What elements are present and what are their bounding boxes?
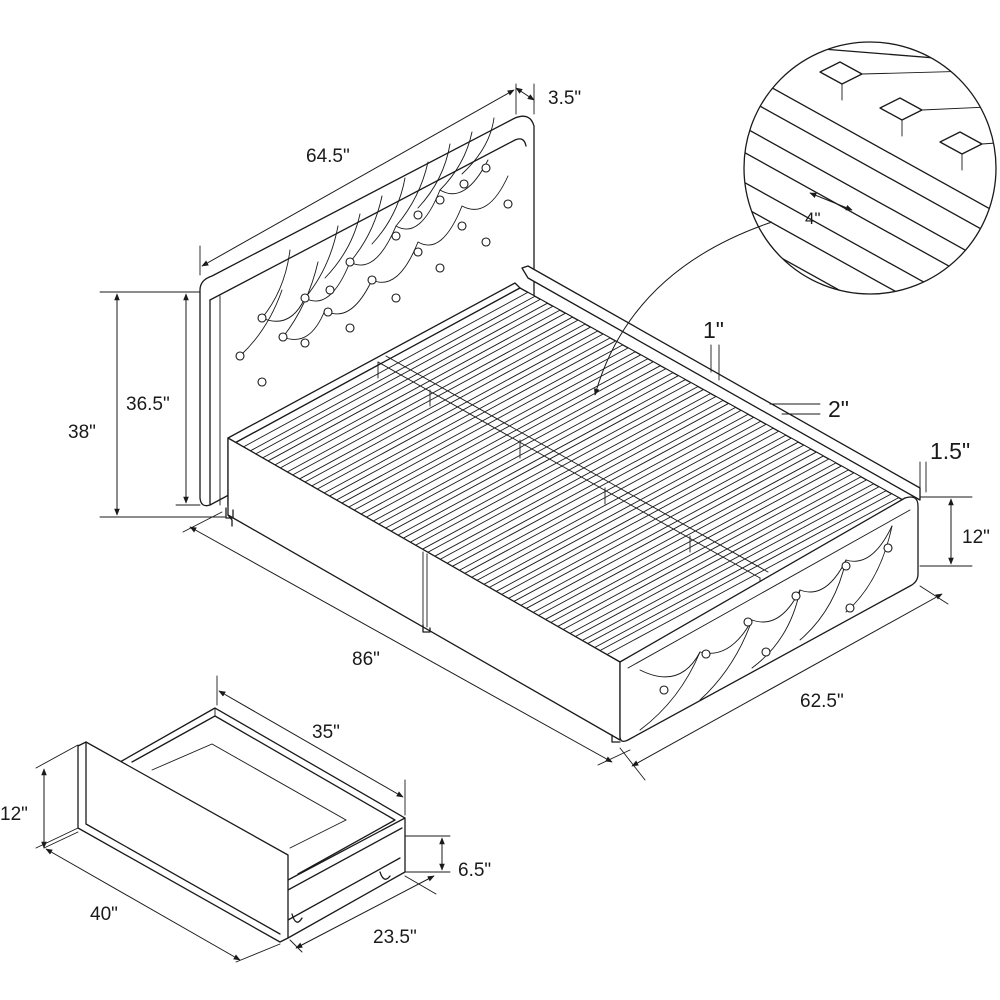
center-support — [377, 355, 769, 595]
headboard-thickness-dimension — [515, 87, 535, 101]
drawer-depth-label: 40" — [90, 904, 118, 925]
width-dimension — [631, 593, 943, 767]
drawer-dimensions: 35" 12" 40" 23.5" 6.5" — [0, 675, 491, 963]
rail-thickness-label: 1.5" — [930, 438, 970, 464]
drawer-width-label: 23.5" — [373, 927, 417, 948]
footboard-height-label: 12" — [962, 527, 990, 548]
rail-gap-label: 1" — [703, 317, 724, 343]
width-label: 62.5" — [800, 691, 844, 712]
total-height-label: 38" — [68, 422, 96, 443]
drawer — [77, 707, 406, 943]
headboard-width-label: 64.5" — [306, 146, 350, 167]
slat-spacing-label: 4" — [805, 209, 821, 228]
headboard-height-label: 36.5" — [126, 394, 170, 415]
callout-pointer — [594, 221, 773, 396]
headboard-thickness-label: 3.5" — [548, 88, 581, 109]
headboard-width-dimension — [201, 89, 515, 267]
length-dimension — [189, 526, 613, 763]
drawer-width-dimension — [295, 875, 435, 949]
headboard-leg — [225, 507, 234, 519]
drawer-height-label: 12" — [0, 804, 28, 825]
drawer-inner-height-label: 6.5" — [458, 860, 491, 881]
drawer-length-dimension — [218, 690, 404, 798]
rail-height-label: 2" — [828, 396, 849, 422]
slat-spacing-dimension — [809, 192, 853, 211]
bed-dimensions: 64.5" 3.5" 38" 36.5" 86" 62.5" 12" — [68, 83, 990, 781]
side-rail-far — [521, 265, 921, 501]
length-label: 86" — [352, 649, 380, 670]
slat-detail-callout: 4" — [594, 41, 997, 396]
drawer-length-label: 35" — [312, 722, 340, 743]
drawer-depth-dimension — [45, 848, 241, 961]
